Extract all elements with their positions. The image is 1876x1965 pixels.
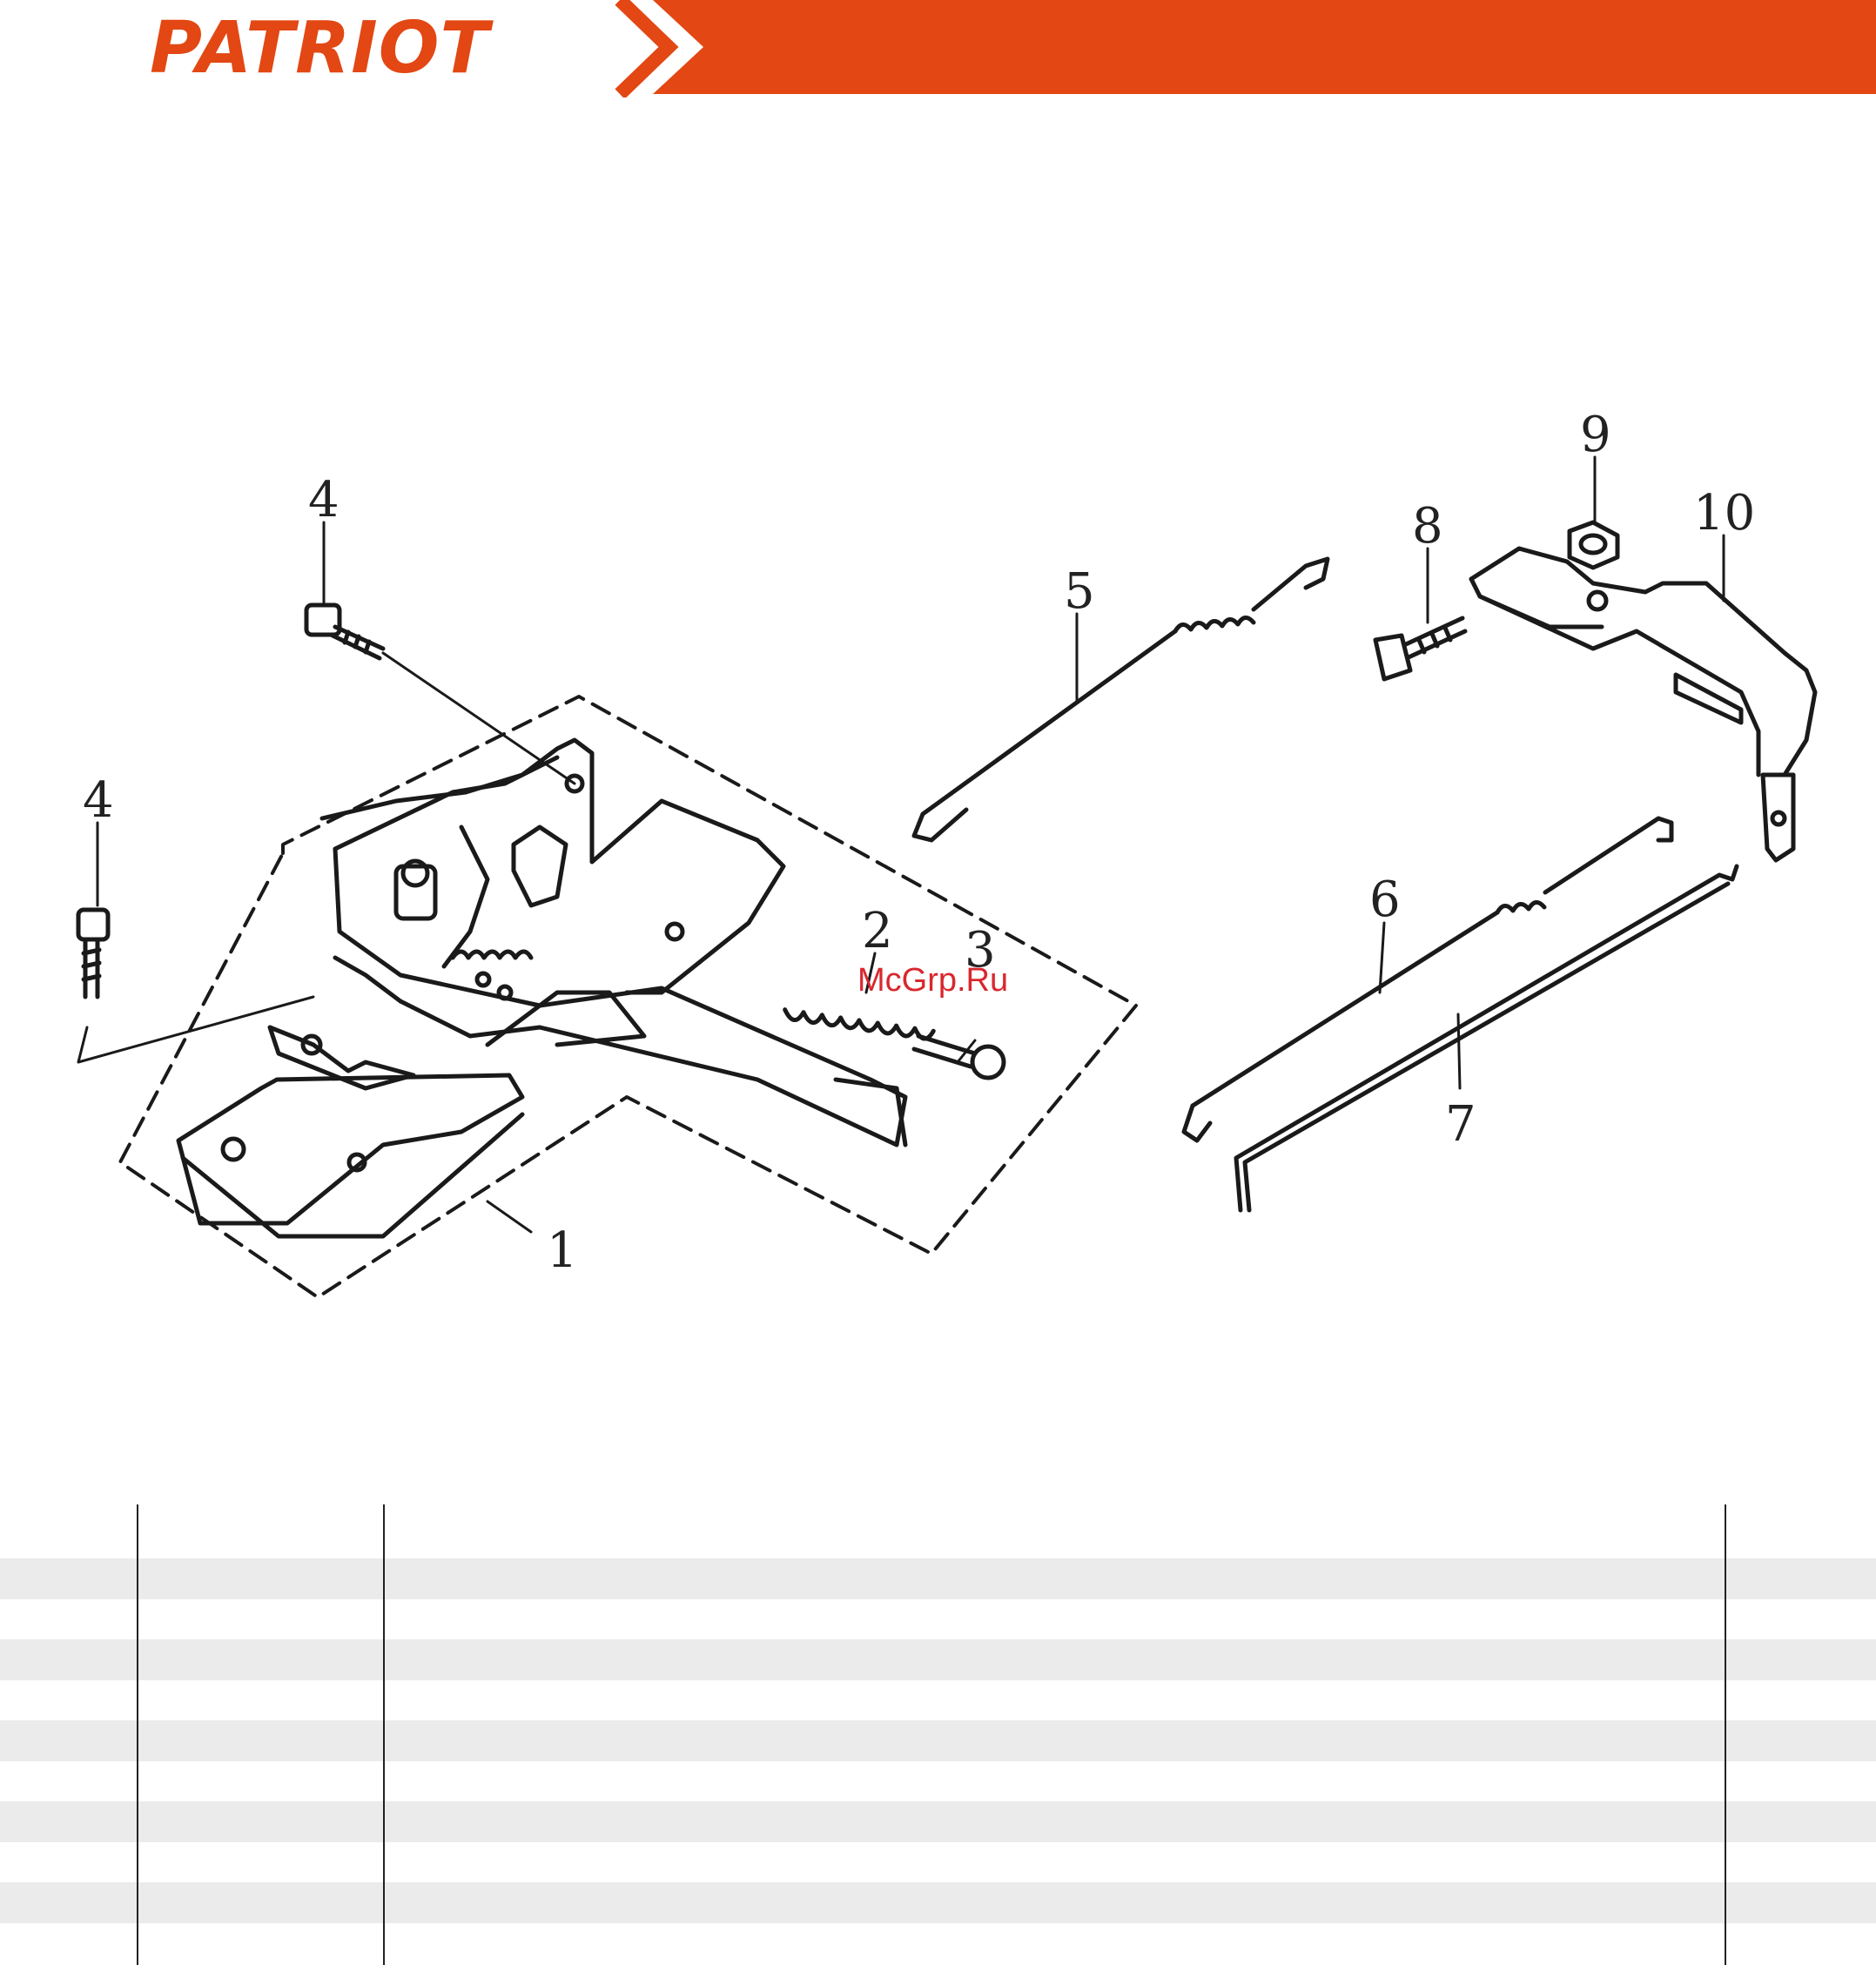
spring-rod-6	[1181, 816, 1674, 1143]
callout-4-top: 4	[308, 472, 340, 528]
bolt-4-top	[304, 602, 576, 785]
page-header: PATRIOT	[0, 0, 1876, 98]
plate-spring	[450, 949, 534, 960]
callout-5: 5	[1064, 563, 1095, 620]
callout-1: 1	[547, 1222, 578, 1279]
control-lever-10	[1469, 546, 1818, 863]
column-divider	[137, 1504, 138, 1965]
header-banner	[615, 0, 1876, 98]
nut-9	[1567, 520, 1620, 570]
callout-4-left: 4	[83, 772, 114, 829]
callout-7: 7	[1445, 1096, 1476, 1153]
table-row	[0, 1882, 1876, 1923]
callout-6: 6	[1369, 871, 1401, 928]
exploded-parts-diagram: 1 2 3 4 4 5 6 7 8 9 10	[76, 407, 1818, 1299]
callout-2: 2	[862, 903, 893, 959]
callout-10: 10	[1693, 485, 1755, 542]
leader-lines	[96, 455, 1725, 1234]
spring-2	[783, 1007, 936, 1041]
bolt-8	[1373, 616, 1468, 682]
parts-table	[0, 1504, 1876, 1965]
orange-banner	[653, 0, 1876, 94]
screw-3	[911, 1033, 1006, 1080]
table-row	[0, 1639, 1876, 1680]
table-row	[0, 1801, 1876, 1842]
callout-8: 8	[1412, 498, 1443, 555]
chevron-right-icon	[615, 0, 679, 98]
bolt-4-left	[76, 907, 315, 1064]
table-row	[0, 1558, 1876, 1599]
brand-logo: PATRIOT	[150, 7, 490, 90]
link-rod-7	[1234, 864, 1739, 1213]
table-row	[0, 1720, 1876, 1761]
assembly-boundary	[118, 695, 1138, 1299]
callout-9: 9	[1580, 407, 1611, 463]
callout-3: 3	[965, 922, 996, 979]
spring-rod-5	[911, 556, 1330, 843]
column-divider	[1725, 1504, 1726, 1965]
watermark-text: McGrp.Ru	[857, 962, 1009, 999]
column-divider	[383, 1504, 385, 1965]
governor-plate	[176, 737, 908, 1239]
